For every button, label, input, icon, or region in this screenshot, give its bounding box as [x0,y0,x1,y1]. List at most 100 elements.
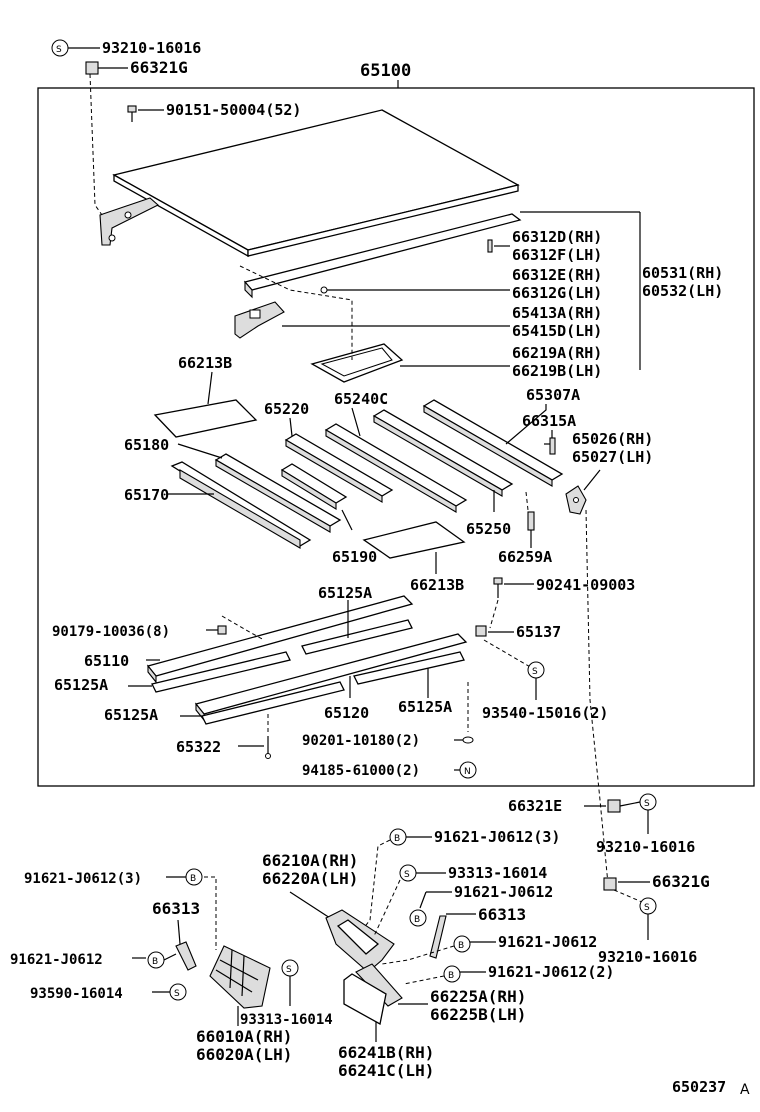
screw-symbol-letter: S [286,965,292,975]
rail-65125A-upper [301,619,413,655]
label-66219B: 66219B(LH) [512,362,602,380]
label-90179-10036: 90179-10036(8) [52,624,170,640]
bracket-65026 [565,485,587,515]
assembly-number: 65100 [360,61,411,81]
label-66219A: 66219A(RH) [512,344,602,362]
clip-66321G-lower [603,877,617,891]
latch-66210A [325,909,395,973]
label-66259A: 66259A [498,548,552,566]
bolt-symbol-letter: B [458,941,464,951]
label-65137: 65137 [516,623,561,641]
screw-symbol-letter: S [56,45,62,55]
label-66312G: 66312G(LH) [512,284,602,302]
label-66010A: 66010A(RH) [196,1027,292,1046]
plug-66259A [527,511,535,531]
label-66321G-top: 66321G [130,58,188,77]
corner-bracket [234,301,285,339]
label-65120: 65120 [324,704,369,722]
label-66312D: 66312D(RH) [512,228,602,246]
label-66225A: 66225A(RH) [430,987,526,1006]
screw-symbol-icon [169,983,187,1001]
label-66312F: 66312F(LH) [512,246,602,264]
label-94185-61000: 94185-61000(2) [302,763,420,779]
side-rail [243,213,522,299]
rod-66313-left [175,941,197,971]
nut-symbol-letter: N [464,767,471,777]
screw-symbol-letter: S [404,870,410,880]
label-66321G-lower: 66321G [652,872,710,891]
label-65110: 65110 [84,652,129,670]
label-91621-J0612-2: 91621-J0612(2) [488,963,614,981]
screw-symbol-letter: S [644,903,650,913]
label-65322: 65322 [176,738,221,756]
label-93210-16016-bottom: 93210-16016 [598,948,697,966]
hinge-frame [310,343,404,383]
label-66313-left: 66313 [152,899,200,918]
clip-65137 [475,625,487,637]
label-60532: 60532(LH) [642,282,723,300]
label-91621-J0612-3-center: 91621-J0612(3) [434,828,560,846]
rail-65125A-right [353,651,465,685]
bolt-symbol-icon [185,868,203,886]
clip-icon [85,61,99,75]
label-93313-16014-left: 93313-16014 [240,1012,333,1028]
slat-65190 [280,463,348,510]
label-90241-09003: 90241-09003 [536,576,635,594]
label-66315A: 66315A [522,412,576,430]
bolt-symbol-letter: B [394,834,400,844]
label-65125A-3: 65125A [104,706,158,724]
slat-65307A [422,399,564,487]
label-66213B-top: 66213B [178,354,232,372]
label-65180: 65180 [124,436,169,454]
bolt-symbol-letter: B [414,915,420,925]
label-90201-10180: 90201-10180(2) [302,733,420,749]
label-66225B: 66225B(LH) [430,1005,526,1024]
washer-icon [462,736,474,744]
pad-upper [153,399,258,438]
bolt-symbol-icon [453,935,471,953]
label-93313-16014-center: 93313-16014 [448,864,547,882]
label-60531: 60531(RH) [642,264,723,282]
deck-panel [112,109,520,258]
label-65413A: 65413A(RH) [512,304,602,322]
label-65220: 65220 [264,400,309,418]
label-66321E: 66321E [508,797,562,815]
label-66210A: 66210A(RH) [262,851,358,870]
label-66241C: 66241C(LH) [338,1061,434,1080]
label-91621-J0612-3-left: 91621-J0612(3) [24,871,142,887]
label-65250: 65250 [466,520,511,538]
label-65415D: 65415D(LH) [512,322,602,340]
bolt-65322 [265,736,271,759]
label-65027: 65027(LH) [572,448,653,466]
label-66020A: 66020A(LH) [196,1045,292,1064]
diagram-suffix: A [740,1082,750,1098]
label-91621-J0612-left: 91621-J0612 [10,952,103,968]
rail-65125A-left [151,651,291,693]
label-65125A-2: 65125A [54,676,108,694]
screw-90241 [493,577,503,598]
screw-icon [127,105,137,122]
clip-66321E [607,799,621,813]
screw-symbol-letter: S [174,989,180,999]
label-66241B: 66241B(RH) [338,1043,434,1062]
screw-symbol-letter: S [644,799,650,809]
label-65307A: 65307A [526,386,580,404]
label-66220A: 66220A(LH) [262,869,358,888]
label-65240C: 65240C [334,390,388,408]
label-93540-15016: 93540-15016(2) [482,704,608,722]
label-91621-J0612-center: 91621-J0612 [454,883,553,901]
label-93210-16016-top: 93210-16016 [102,39,201,57]
slat-65250 [372,409,514,497]
label-93590-16014: 93590-16014 [30,986,123,1002]
hinge-bracket [99,197,159,246]
label-65190: 65190 [332,548,377,566]
bolt-symbol-icon [443,965,461,983]
bolt-symbol-letter: B [448,971,454,981]
rail-65110 [146,595,414,684]
label-65125A-4: 65125A [398,698,452,716]
hinge-assembly-66010A [209,945,271,1009]
label-93210-16016-mid: 93210-16016 [596,838,695,856]
label-65125A-1: 65125A [318,584,372,602]
label-66213B-bottom: 66213B [410,576,464,594]
